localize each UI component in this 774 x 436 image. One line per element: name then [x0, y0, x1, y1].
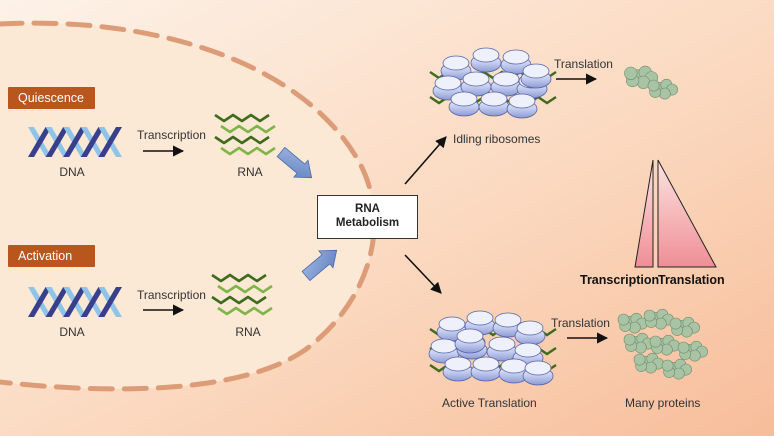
- dna-helix-icon: [28, 127, 122, 157]
- active-translation-label: Active Translation: [442, 396, 537, 410]
- protein-lobe: [643, 309, 656, 322]
- protein-lobe: [623, 333, 636, 346]
- ribosome-small: [480, 91, 508, 107]
- legend-transcription-label: Transcription: [580, 273, 660, 287]
- ribosome-small: [442, 55, 470, 71]
- rna-metabolism-box: RNA Metabolism: [317, 195, 418, 239]
- ribosome-small: [516, 320, 544, 336]
- ribosome-small: [524, 360, 552, 376]
- protein-lobe: [649, 335, 662, 348]
- translation-label: Translation: [551, 316, 610, 330]
- dna-strand-dark: [63, 127, 87, 157]
- dna-strand-dark: [45, 127, 70, 157]
- ribosome-small: [494, 312, 522, 328]
- protein-lobe: [680, 325, 693, 338]
- rna-strand: [211, 273, 267, 283]
- protein-lobe: [617, 313, 630, 326]
- dna-strand-dark: [28, 127, 52, 157]
- ribosome-small: [472, 356, 500, 372]
- rna-metabolism-line2: Metabolism: [335, 217, 400, 229]
- translation-label: Translation: [554, 57, 613, 71]
- dna-label: DNA: [59, 165, 85, 179]
- ribosome-small: [450, 91, 478, 107]
- ribosome-small: [488, 336, 516, 352]
- rna-label: RNA: [235, 325, 261, 339]
- protein-lobe: [669, 317, 682, 330]
- rna-strand: [217, 284, 273, 294]
- arrow-to-active: [404, 254, 442, 294]
- protein-lobe: [660, 343, 673, 356]
- rna-strand: [214, 113, 270, 123]
- block-arrow-down-right: [276, 146, 313, 179]
- ribosome-small: [492, 71, 520, 87]
- transcription-wedge: [634, 159, 654, 268]
- rna-strand: [220, 124, 276, 134]
- idling-ribosomes-label: Idling ribosomes: [453, 132, 541, 146]
- rna-strands-icon: [214, 113, 276, 156]
- rna-strands-icon: [211, 273, 273, 316]
- protein-lobe: [658, 87, 671, 100]
- dna-strand-dark: [80, 127, 105, 157]
- arrow-to-idling: [404, 136, 447, 185]
- ribosome-small: [502, 49, 530, 65]
- activation-tag: Activation: [8, 245, 95, 267]
- dna-strand-dark: [98, 127, 122, 157]
- ribosome-small: [522, 63, 550, 79]
- dna-strand-dark: [80, 287, 105, 317]
- ribosome-small: [466, 310, 494, 326]
- rna-strand: [214, 135, 270, 145]
- dna-strand-dark: [28, 287, 52, 317]
- protein-lobe: [688, 349, 701, 362]
- nuclear-membrane: [0, 20, 377, 392]
- many-proteins-label: Many proteins: [625, 396, 701, 410]
- idling-ribosomes-icon: [429, 47, 557, 119]
- ribosome-small: [508, 93, 536, 109]
- dna-strand-dark: [45, 287, 70, 317]
- protein-lobe: [628, 321, 641, 334]
- ribosome-small: [430, 338, 458, 354]
- ribosome-small: [472, 47, 500, 63]
- legend-translation-label: Translation: [658, 273, 725, 287]
- rna-metabolism-line1: RNA: [355, 203, 380, 215]
- protein-lobe: [677, 341, 690, 354]
- protein-lobe: [644, 361, 657, 374]
- transcription-label: Transcription: [137, 288, 206, 302]
- protein-few-icon: [624, 65, 678, 100]
- protein-lobe: [654, 317, 667, 330]
- ribosome-small: [444, 356, 472, 372]
- block-arrow-up-right: [301, 249, 338, 282]
- rna-label: RNA: [237, 165, 263, 179]
- protein-lobe: [661, 359, 674, 372]
- dna-label: DNA: [59, 325, 85, 339]
- ribosome-small: [514, 342, 542, 358]
- ribosome-small: [456, 328, 484, 344]
- ribosome-small: [434, 75, 462, 91]
- protein-lobe: [647, 79, 660, 92]
- ribosome-small: [500, 358, 528, 374]
- rna-strand: [211, 295, 267, 305]
- ribosome-small: [438, 316, 466, 332]
- protein-lobe: [624, 66, 638, 80]
- protein-lobe: [633, 353, 646, 366]
- dna-strand-dark: [98, 287, 122, 317]
- dna-strand-dark: [63, 287, 87, 317]
- dna-helix-icon: [28, 287, 122, 317]
- protein-many-icon: [617, 308, 708, 380]
- active-ribosomes-icon: [428, 310, 557, 386]
- translation-wedge: [657, 159, 717, 268]
- protein-lobe: [672, 367, 685, 380]
- rna-strand: [220, 146, 276, 156]
- protein-lobe: [634, 341, 647, 354]
- ribosome-small: [462, 71, 490, 87]
- transcription-label: Transcription: [137, 128, 206, 142]
- quiescence-tag: Quiescence: [8, 87, 95, 109]
- rna-strand: [217, 306, 273, 316]
